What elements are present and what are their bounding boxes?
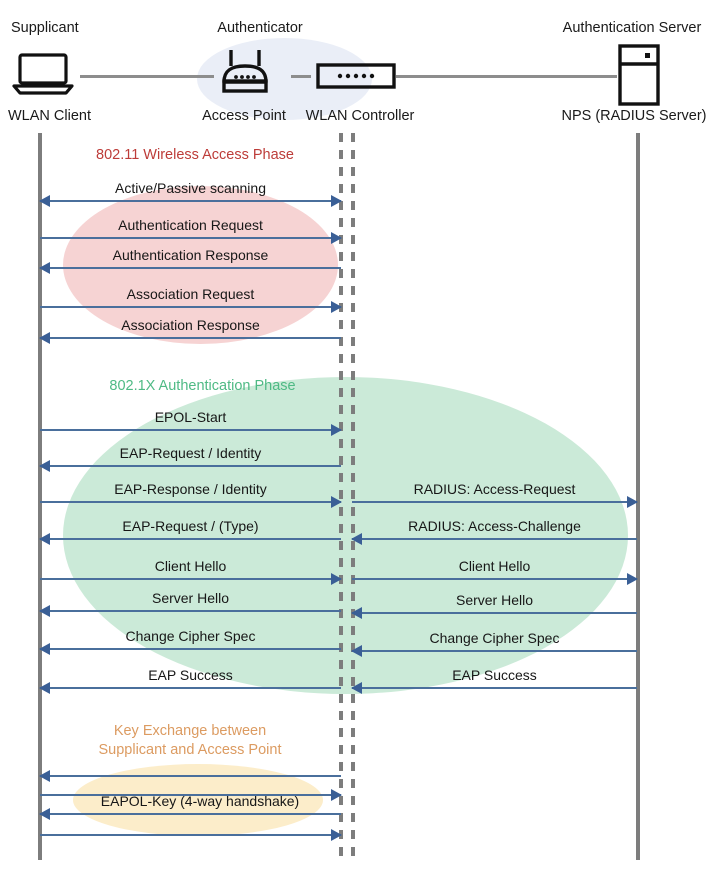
message-eapol-key-4 [40,829,342,841]
message-label: Client Hello [458,558,531,574]
actor-device-wlan-client: WLAN Client [8,108,91,124]
actor-device-wlan-controller: WLAN Controller [305,108,415,124]
wireless-access-phase-ellipse [63,186,338,344]
message-association-response: Association Response [39,317,341,344]
message-label: Client Hello [154,558,227,574]
message-label: EAP-Request / Identity [119,445,262,461]
arrowhead-left-icon [351,645,362,657]
message-eap-success-left: EAP Success [39,667,341,694]
message-label: EAP-Request / (Type) [122,518,259,534]
message-label: EAP Success [452,667,537,683]
arrowhead-right-icon [331,789,342,801]
message-label: Active/Passive scanning [115,180,266,196]
laptop-icon [12,53,74,95]
message-label: Association Request [126,286,255,302]
wire-ap-to-controller [291,75,311,78]
arrowhead-right-icon [627,573,638,585]
message-label: EAP-Response / Identity [114,481,267,497]
message-label: Authentication Response [112,247,269,263]
message-eapol-key-3 [39,808,341,820]
message-radius-access-challenge: RADIUS: Access-Challenge [351,518,637,545]
wire-client-to-ap [80,75,214,78]
lifeline-authentication-server [636,133,640,860]
message-client-hello-right: Client Hello [352,558,638,585]
arrowhead-right-icon [331,829,342,841]
message-eapol-key-1 [39,770,341,782]
arrowhead-left-icon [39,682,50,694]
arrowhead-left-icon [39,262,50,274]
message-eap-request-type: EAP-Request / (Type) [39,518,341,545]
phase-title-key-exchange-line2: Supplicant and Access Point [98,742,282,758]
network-controller-icon [316,62,396,90]
arrowhead-left-icon [39,533,50,545]
message-eapol-start: EPOL-Start [40,409,342,436]
eapol-key-handshake-label: EAPOL-Key (4-way handshake) [100,793,300,809]
message-label: EAP Success [148,667,233,683]
phase-title-key-exchange-line1: Key Exchange between [113,723,267,739]
message-label: EPOL-Start [154,409,227,425]
message-server-hello-left: Server Hello [39,590,341,617]
wire-controller-to-server [396,75,617,78]
message-label: RADIUS: Access-Challenge [408,518,581,534]
message-label: Change Cipher Spec [125,628,256,644]
arrowhead-right-icon [331,232,342,244]
actor-device-nps-radius-server: NPS (RADIUS Server) [561,108,707,124]
server-rack-icon [617,44,661,106]
message-label: Server Hello [151,590,230,606]
message-association-request: Association Request [40,286,342,313]
arrowhead-right-icon [331,496,342,508]
actor-role-supplicant: Supplicant [11,20,79,36]
message-active-passive-scanning: Active/Passive scanning [39,180,342,207]
arrowhead-right-icon [331,195,342,207]
lifeline-supplicant [38,133,42,860]
message-label: Change Cipher Spec [429,630,560,646]
message-label: RADIUS: Access-Request [413,481,576,497]
message-radius-access-request: RADIUS: Access-Request [352,481,638,508]
message-server-hello-right: Server Hello [351,592,637,619]
message-change-cipher-spec-left: Change Cipher Spec [39,628,341,655]
message-authentication-response: Authentication Response [39,247,341,274]
actor-role-authentication-server: Authentication Server [562,20,702,36]
arrowhead-right-icon [331,424,342,436]
wireless-access-point-icon [214,48,276,96]
phase-title-wireless-access: 802.11 Wireless Access Phase [96,147,294,163]
arrowhead-left-icon [39,195,50,207]
lifeline-wlan-controller [351,133,355,860]
message-eap-response-identity: EAP-Response / Identity [40,481,342,508]
arrowhead-right-icon [331,573,342,585]
message-eapol-key-2 [40,789,342,801]
arrowhead-left-icon [39,770,50,782]
message-eap-success-right: EAP Success [351,667,637,694]
message-label: Authentication Request [118,217,263,233]
actor-role-authenticator: Authenticator [217,20,303,36]
arrowhead-left-icon [39,332,50,344]
arrowhead-right-icon [331,301,342,313]
actor-device-access-point: Access Point [202,108,286,124]
message-label: Server Hello [455,592,534,608]
arrowhead-left-icon [351,682,362,694]
arrowhead-left-icon [39,643,50,655]
arrowhead-left-icon [39,808,50,820]
arrowhead-left-icon [351,607,362,619]
arrowhead-left-icon [351,533,362,545]
message-change-cipher-spec-right: Change Cipher Spec [351,630,637,657]
message-client-hello-left: Client Hello [40,558,342,585]
arrowhead-left-icon [39,460,50,472]
message-label: Association Response [121,317,260,333]
authenticator-group-ellipse [197,38,372,120]
arrowhead-right-icon [627,496,638,508]
arrowhead-left-icon [39,605,50,617]
phase-title-dot1x-authentication: 802.1X Authentication Phase [109,378,296,394]
message-eap-request-identity: EAP-Request / Identity [39,445,341,472]
message-authentication-request: Authentication Request [40,217,342,244]
